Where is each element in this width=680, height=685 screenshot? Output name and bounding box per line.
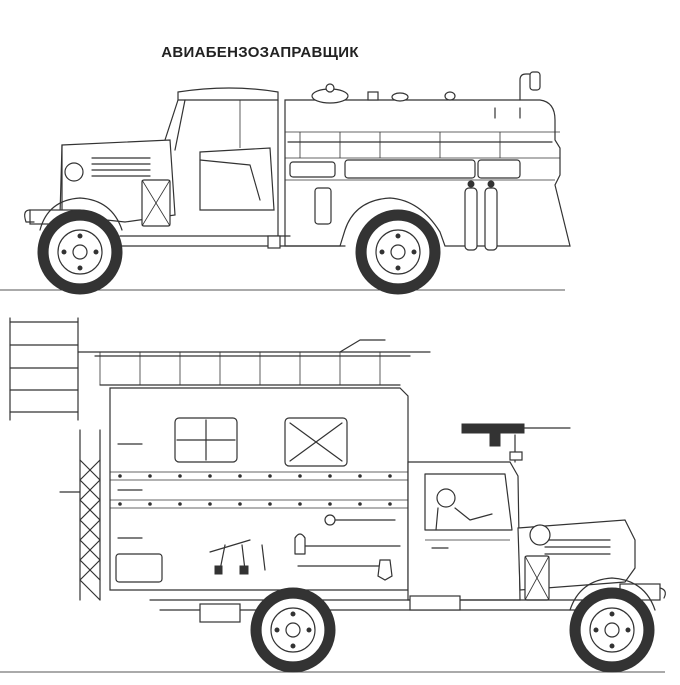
front-fender-bottom [569,577,656,611]
exhaust-pipe [519,73,531,101]
rear-wheel-top [355,209,441,295]
rear-ladder [79,429,101,601]
cab-window [424,473,513,531]
machine-gun-icon [461,423,571,463]
rear-wheel-bottom [250,587,336,673]
drawing-title: АВИАБЕНЗОЗАПРАВЩИК [161,44,359,61]
front-fender-top [39,197,123,231]
cab-door [199,147,275,211]
driver-figure [435,488,493,531]
extinguisher-1 [464,187,478,251]
fuel-tanker-truck-icon [0,71,571,295]
headlight-bottom [529,524,551,546]
windscreen-frame [164,99,179,141]
roof-rack [77,339,431,386]
radiator-grille [91,157,151,177]
roof-ladder [9,317,79,421]
body-rivets [118,474,392,506]
canvas-roof [177,87,279,101]
tank-side-hatch [314,187,332,225]
front-wheel-bottom [569,587,655,673]
lower-locker [115,553,163,583]
radiator-grille-bottom [544,539,611,555]
front-wheel-top [37,209,123,295]
workshop-van-truck-icon [0,317,666,673]
tools-rack [209,514,401,581]
headlight [64,162,84,182]
extinguisher-2 [484,187,498,251]
